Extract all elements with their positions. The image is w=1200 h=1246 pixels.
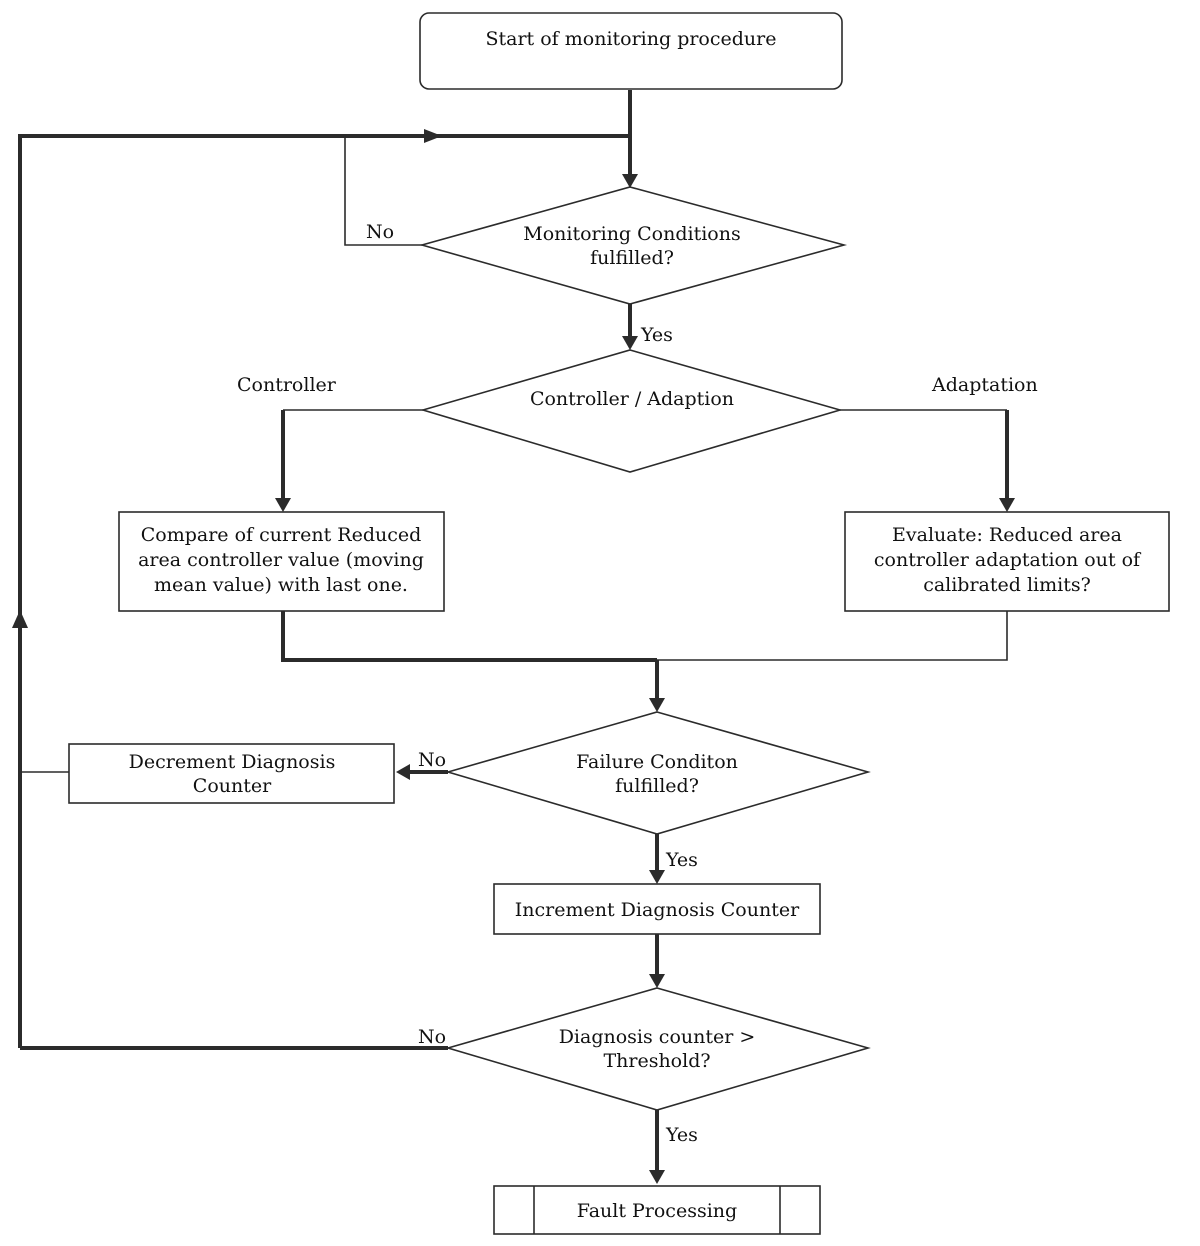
evaluate-process: Evaluate: Reduced area controller adapta…	[844, 511, 1170, 612]
start-node: Start of monitoring procedure	[419, 12, 843, 90]
controller-branch-label: Controller	[237, 374, 337, 396]
failure-condition-line2: fulfilled?	[615, 775, 699, 797]
adaptation-branch-label: Adaptation	[931, 374, 1038, 396]
failure-condition-decision: Failure Conditon fulfilled?	[445, 711, 871, 835]
arrowhead-evaluate	[999, 498, 1015, 512]
monitoring-conditions-decision: Monitoring Conditions fulfilled?	[419, 186, 848, 305]
arrowhead-increment	[649, 870, 665, 884]
arrowhead-threshold	[649, 974, 665, 988]
threshold-line1: Diagnosis counter >	[559, 1026, 756, 1048]
decrement-line2: Counter	[193, 775, 272, 797]
controller-adaption-decision: Controller / Adaption	[420, 349, 843, 473]
evaluate-line2: controller adaptation out of	[874, 549, 1142, 571]
line-compare-down	[281, 611, 657, 662]
evaluate-line1: Evaluate: Reduced area	[892, 524, 1122, 546]
arrowhead-return-right	[424, 129, 442, 143]
threshold-no-label: No	[418, 1026, 446, 1048]
compare-line1: Compare of current Reduced	[141, 524, 422, 546]
fault-processing-node: Fault Processing	[493, 1185, 821, 1235]
arrowhead-fault	[649, 1170, 665, 1184]
monitoring-conditions-line2: fulfilled?	[590, 247, 674, 269]
evaluate-line3: calibrated limits?	[923, 574, 1091, 596]
monitoring-conditions-line1: Monitoring Conditions	[523, 223, 740, 245]
arrowhead-decrement	[396, 764, 410, 780]
decrement-process: Decrement Diagnosis Counter	[68, 743, 395, 804]
line-evaluate-down	[657, 611, 1008, 661]
threshold-line2: Threshold?	[603, 1050, 710, 1072]
compare-line2: area controller value (moving	[138, 549, 424, 571]
failure-condition-line1: Failure Conditon	[576, 751, 738, 773]
increment-process: Increment Diagnosis Counter	[493, 883, 821, 935]
connectors	[12, 90, 1015, 1184]
compare-process: Compare of current Reduced area controll…	[118, 511, 445, 612]
compare-line3: mean value) with last one.	[154, 574, 408, 596]
monitoring-no-label: No	[366, 221, 394, 243]
controller-adaption-label: Controller / Adaption	[530, 388, 734, 410]
arrowhead-controller-adaption	[622, 336, 638, 350]
fault-processing-label: Fault Processing	[577, 1200, 737, 1222]
threshold-decision: Diagnosis counter > Threshold?	[445, 987, 871, 1111]
increment-label: Increment Diagnosis Counter	[515, 899, 800, 921]
arrowhead-compare	[275, 498, 291, 512]
arrowhead-return-up	[12, 610, 28, 628]
failure-yes-label: Yes	[665, 849, 698, 871]
arrowhead-monitoring	[622, 174, 638, 188]
line-monitoring-no-loop	[344, 136, 422, 246]
failure-no-label: No	[418, 749, 446, 771]
arrowhead-failure	[649, 698, 665, 712]
decrement-line1: Decrement Diagnosis	[129, 751, 336, 773]
start-label: Start of monitoring procedure	[486, 28, 777, 50]
threshold-yes-label: Yes	[665, 1124, 698, 1146]
monitoring-yes-label: Yes	[640, 324, 673, 346]
